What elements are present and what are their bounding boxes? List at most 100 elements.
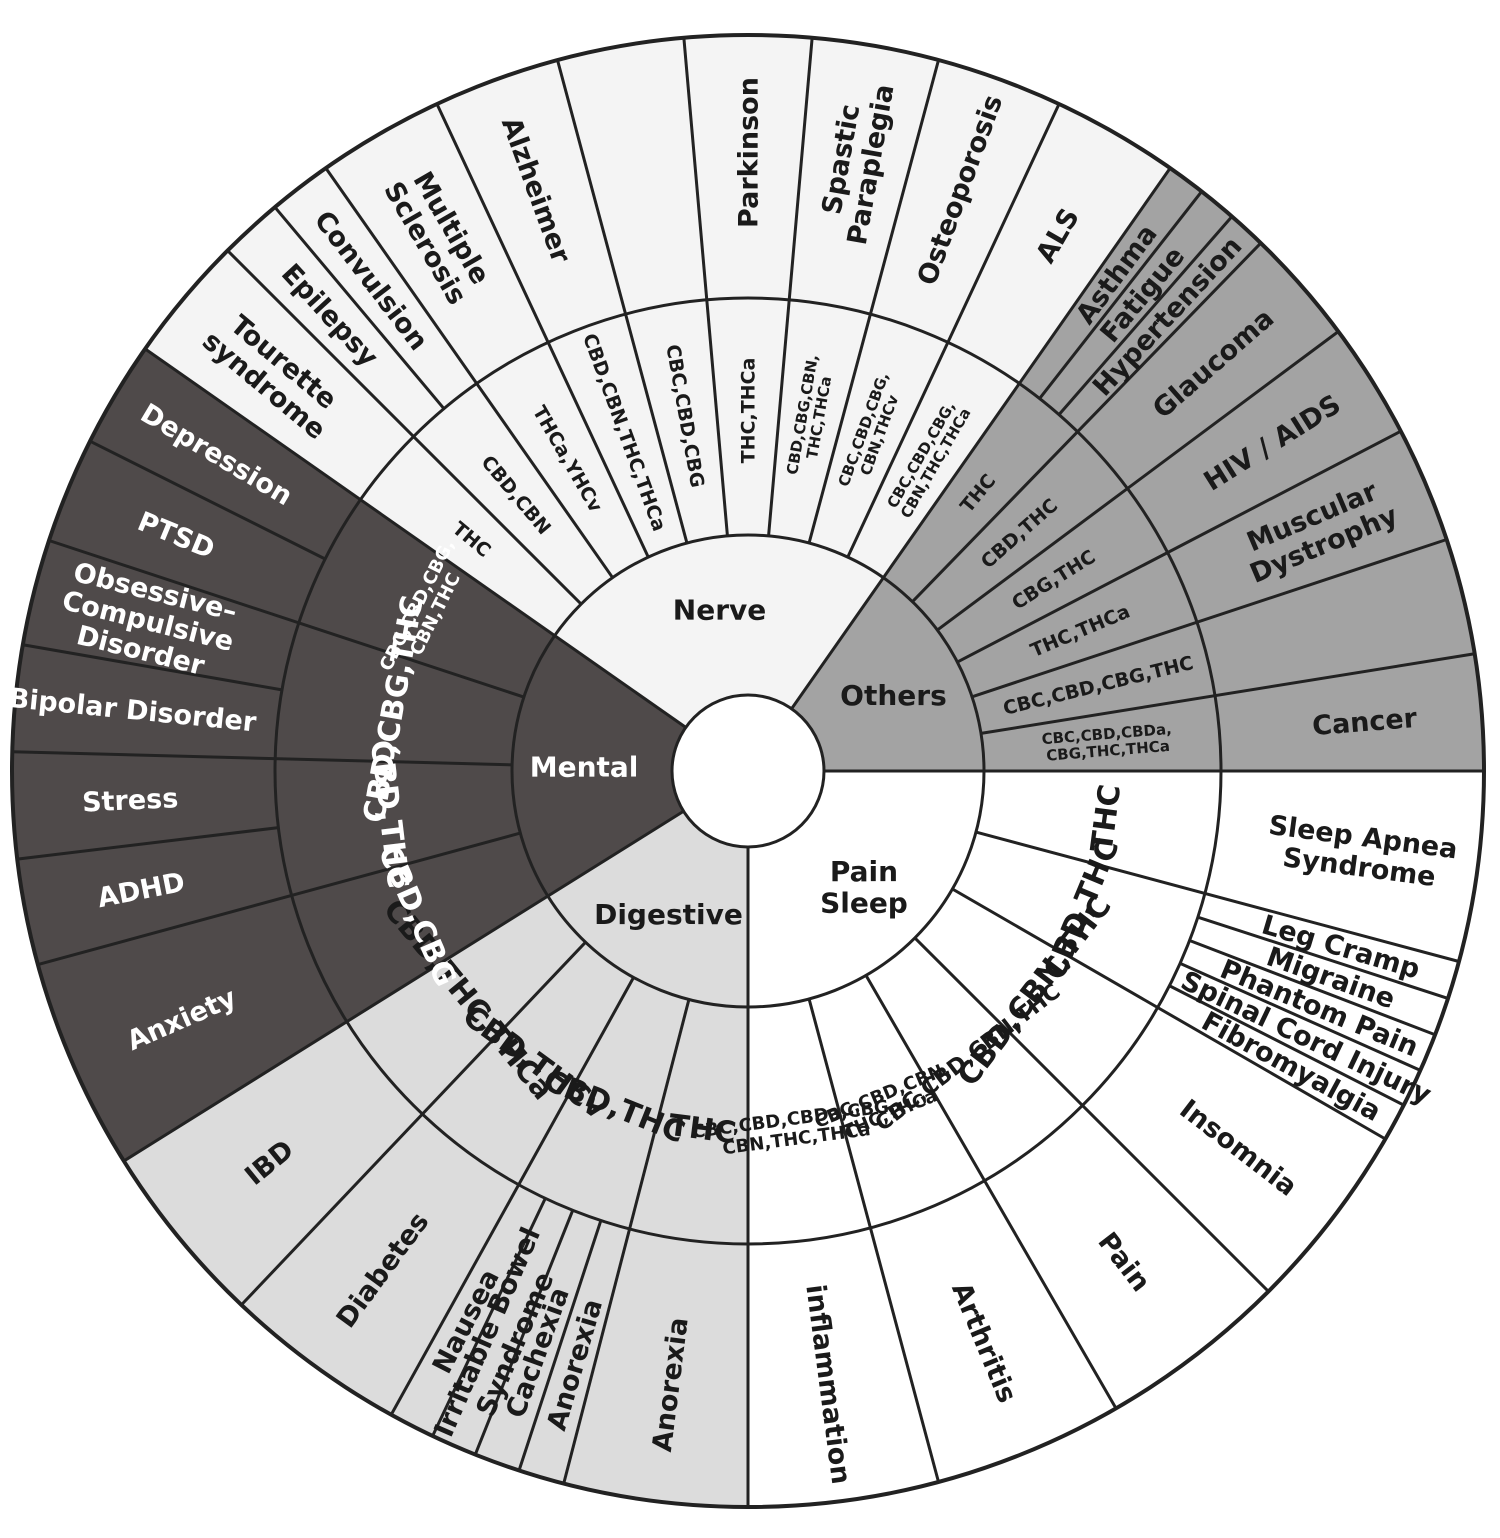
- group-separator: [975, 830, 1460, 963]
- compound-group-sector: [952, 832, 1205, 1008]
- condition-sector: [391, 1184, 546, 1436]
- condition-separator: [1189, 939, 1436, 1037]
- compound-group-sector: [275, 758, 521, 896]
- condition-separator: [1197, 915, 1449, 1000]
- condition-sector: [870, 1180, 1116, 1482]
- condition-separator: [1168, 984, 1405, 1107]
- group-separator: [807, 59, 940, 544]
- category-label: Digestive: [594, 898, 743, 931]
- compound-group-sector: [422, 942, 634, 1185]
- group-separator: [226, 249, 583, 606]
- compound-group-sector: [413, 383, 613, 605]
- group-separator: [389, 976, 635, 1416]
- center-hole: [674, 697, 822, 845]
- condition-sector: [1127, 331, 1401, 553]
- condition-sector: [1169, 963, 1421, 1106]
- compound-group-sector: [866, 937, 1083, 1181]
- group-separator: [956, 429, 1402, 664]
- group-separator: [864, 974, 1118, 1410]
- category-label: Others: [840, 679, 947, 712]
- compound-group-sector: [518, 977, 689, 1229]
- group-separator: [37, 831, 521, 967]
- compound-group-sector: [914, 889, 1158, 1106]
- group-separator: [767, 37, 814, 537]
- compound-group-sector: [629, 999, 748, 1244]
- group-separator: [324, 167, 614, 579]
- category-label: Nerve: [673, 593, 766, 626]
- compound-group-label: THC: [1085, 782, 1129, 854]
- condition-separator: [17, 826, 279, 861]
- compound-group-sector: [937, 488, 1168, 663]
- condition-sector: [563, 1228, 748, 1507]
- condition-sector: [90, 348, 361, 560]
- group-separator: [980, 652, 1475, 735]
- condition-separator: [1179, 962, 1421, 1072]
- condition-sector: [436, 60, 626, 343]
- condition-sector: [1189, 917, 1448, 1035]
- condition-sector: [1157, 985, 1404, 1139]
- condition-sector: [17, 827, 292, 965]
- condition-sector: [683, 34, 813, 300]
- category-sector: [791, 577, 984, 771]
- condition-sector: [1197, 893, 1459, 999]
- category-sector: [554, 535, 884, 728]
- category-separator: [790, 167, 1172, 710]
- compound-group-sector: [809, 975, 985, 1228]
- category-separator: [123, 810, 685, 1163]
- condition-separator: [1057, 215, 1234, 416]
- condition-sector: [12, 644, 283, 759]
- condition-sector: [432, 1198, 573, 1455]
- compound-group-sector: [706, 297, 790, 536]
- condition-separator: [1038, 190, 1203, 400]
- compound-group-sector: [275, 622, 524, 765]
- group-separator: [12, 750, 513, 767]
- compound-group-sector: [360, 436, 582, 636]
- ring-border: [273, 296, 1223, 1246]
- condition-sector: [1196, 539, 1475, 696]
- group-separator: [951, 887, 1387, 1141]
- category-sector: [547, 811, 748, 1007]
- condition-separator: [473, 1209, 575, 1456]
- group-separator: [48, 539, 525, 699]
- condition-sector: [984, 1105, 1269, 1409]
- condition-sector: [748, 1227, 939, 1507]
- compound-group-sector: [809, 314, 948, 558]
- condition-sector: [325, 103, 549, 384]
- condition-sector: [274, 168, 477, 409]
- condition-separator: [22, 643, 283, 692]
- condition-separator: [273, 206, 446, 410]
- category-sector: [748, 771, 984, 1007]
- category-label: Mental: [530, 751, 639, 784]
- condition-label: Parkinson: [733, 77, 764, 228]
- compound-group-sector: [957, 552, 1197, 697]
- condition-sector: [145, 250, 414, 500]
- condition-sector: [1077, 243, 1339, 489]
- group-separator: [913, 936, 1270, 1293]
- condition-sector: [1167, 431, 1447, 623]
- group-separator: [846, 103, 1061, 558]
- group-separator: [911, 242, 1262, 603]
- compound-group-label: THC,THCa: [738, 358, 760, 464]
- compound-group-sector: [975, 771, 1221, 894]
- condition-sector: [22, 540, 299, 690]
- group-separator: [936, 330, 1340, 632]
- compound-group-sector: [980, 695, 1221, 771]
- compound-group-label: THC: [667, 1108, 738, 1151]
- outer-border: [10, 33, 1486, 1509]
- condition-separator: [431, 1197, 547, 1437]
- compound-group-sector: [748, 998, 871, 1244]
- condition-sector: [37, 895, 347, 1162]
- group-separator: [240, 941, 587, 1306]
- condition-sector: [123, 1021, 423, 1305]
- condition-sector: [1039, 191, 1232, 415]
- condition-sector: [12, 751, 279, 860]
- condition-sector: [519, 1220, 630, 1484]
- compound-group-sector: [346, 896, 586, 1115]
- group-separator: [682, 37, 729, 537]
- compound-group-sector: [476, 342, 649, 578]
- condition-sector: [1180, 940, 1436, 1071]
- condition-sector: [475, 1210, 601, 1471]
- group-separator: [807, 998, 940, 1483]
